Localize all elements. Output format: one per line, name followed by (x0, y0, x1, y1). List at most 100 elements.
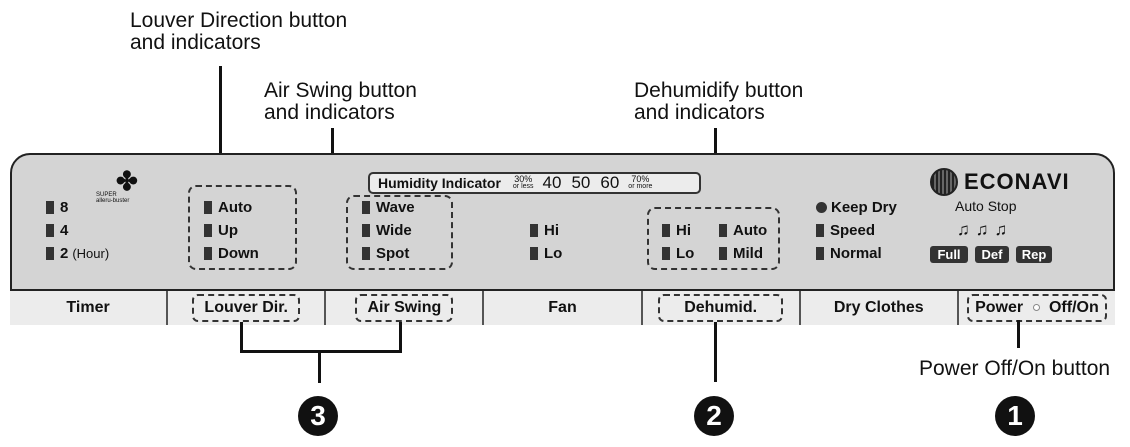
louver-dir-button[interactable]: Louver Dir. (168, 291, 327, 325)
humidity-40: 40 (542, 173, 562, 192)
power-button[interactable]: Power Off/On (958, 291, 1115, 325)
airswing-callout-line1: Air Swing button (264, 79, 417, 102)
clothes-hanger-icons: ♫♫♫ (957, 220, 1014, 239)
dryclothes-indicator-normal: Normal (816, 245, 882, 262)
humidity-60: 60 (600, 173, 620, 192)
timer-indicator-2: 2(Hour) (46, 245, 109, 262)
number-2-badge: 2 (694, 396, 734, 436)
airswing-button-label: Air Swing (355, 294, 454, 322)
humidity-70-sub: or more (628, 183, 653, 190)
econavi-logo: ECONAVI (930, 168, 1070, 196)
louver-bracket-right (399, 322, 402, 352)
led-icon (204, 224, 212, 237)
airswing-indicator-wide: Wide (362, 222, 412, 239)
led-icon (662, 224, 670, 237)
louver-auto-label: Auto (218, 199, 253, 216)
dehumid-button-label: Dehumid. (658, 294, 784, 322)
airswing-spot-label: Spot (376, 245, 410, 262)
led-icon (816, 224, 824, 237)
offon-label: Off/On (1048, 299, 1099, 316)
led-icon (530, 247, 538, 260)
dehumid-mild-label: Mild (733, 245, 763, 262)
led-icon (46, 247, 54, 260)
dehumid-indicator-lo: Lo (662, 245, 694, 262)
def-tag: Def (975, 246, 1009, 263)
led-icon (46, 224, 54, 237)
humidity-indicator-label: Humidity Indicator (378, 175, 501, 191)
fan-button[interactable]: Fan (484, 291, 643, 325)
full-tag: Full (930, 246, 968, 263)
dehumid-lo-label: Lo (676, 245, 695, 262)
dehumidify-callout-line1: Dehumidify button (634, 79, 804, 102)
airswing-indicator-wave: Wave (362, 199, 415, 216)
dehumidify-callout: Dehumidify button and indicators (634, 80, 803, 124)
led-icon (662, 247, 670, 260)
normal-label: Normal (830, 245, 882, 262)
led-icon (719, 247, 727, 260)
dehumid-button[interactable]: Dehumid. (642, 291, 801, 325)
dehumid-indicator-hi: Hi (662, 222, 691, 239)
airswing-dashed-box (346, 195, 453, 270)
fan-button-label: Fan (548, 299, 577, 316)
round-led-icon (816, 202, 827, 213)
louver-callout-line1: Louver Direction button (130, 9, 348, 32)
dehumidify-callout-line2: and indicators (634, 101, 765, 124)
power-led-icon (1032, 304, 1040, 312)
louver-callout: Louver Direction button and indicators (130, 10, 347, 54)
airswing-wide-label: Wide (376, 222, 412, 239)
led-icon (362, 247, 370, 260)
led-icon (362, 201, 370, 214)
led-icon (362, 224, 370, 237)
humidity-70-value: 70% (631, 174, 650, 184)
dryclothes-indicator-speed: Speed (816, 222, 875, 239)
timer-button-label: Timer (66, 299, 110, 316)
bracket-horizontal (240, 350, 402, 353)
econavi-sensor-icon (930, 168, 958, 196)
dehumid-auto-label: Auto (733, 222, 768, 239)
timer-button[interactable]: Timer (10, 291, 169, 325)
humidity-50: 50 (571, 173, 591, 192)
louver-indicator-auto: Auto (204, 199, 252, 216)
humidity-30-value: 30% (514, 174, 533, 184)
louver-indicator-down: Down (204, 245, 259, 262)
dry-clothes-button[interactable]: Dry Clothes (800, 291, 959, 325)
number-1-badge: 1 (995, 396, 1035, 436)
dehumid-hi-label: Hi (676, 222, 691, 239)
power-callout: Power Off/On button (919, 357, 1111, 380)
timer-hour-unit: (Hour) (72, 246, 110, 261)
dehumid-bottom-leader (714, 322, 717, 382)
led-icon (719, 224, 727, 237)
rep-tag: Rep (1016, 246, 1052, 263)
dehumid-indicator-mild: Mild (719, 245, 763, 262)
fan-indicator-hi: Hi (530, 222, 559, 239)
airswing-callout: Air Swing button and indicators (264, 80, 417, 124)
fan-indicator-lo: Lo (530, 245, 562, 262)
airswing-callout-line2: and indicators (264, 101, 395, 124)
humidity-30: 30%or less (513, 175, 534, 191)
power-bottom-leader (1017, 320, 1020, 348)
airswing-wave-label: Wave (376, 199, 415, 216)
led-icon (816, 247, 824, 260)
humidity-indicator: Humidity Indicator 30%or less 40 50 60 7… (368, 172, 701, 194)
timer-4-label: 4 (60, 222, 69, 239)
speed-label: Speed (830, 222, 876, 239)
louver-button-label: Louver Dir. (192, 294, 300, 322)
fan-hi-label: Hi (544, 222, 559, 239)
louver-callout-line2: and indicators (130, 31, 261, 54)
louver-bracket-left (240, 322, 243, 352)
led-icon (204, 201, 212, 214)
humidity-70: 70%or more (628, 175, 652, 191)
alleru-buster-icon: ✤ (116, 166, 138, 196)
alleru-buster-logo: ✤ SUPER alleru-buster (96, 166, 138, 204)
logo-line1: SUPER (96, 192, 117, 198)
air-swing-button[interactable]: Air Swing (326, 291, 485, 325)
humidity-30-sub: or less (512, 183, 534, 190)
bracket-stem (318, 350, 321, 383)
louver-dashed-box (188, 185, 297, 270)
number-3-badge: 3 (298, 396, 338, 436)
fan-lo-label: Lo (544, 245, 563, 262)
louver-up-label: Up (218, 222, 238, 239)
dryclothes-indicator-keepdry: Keep Dry (816, 199, 897, 216)
led-icon (204, 247, 212, 260)
led-icon (46, 201, 54, 214)
